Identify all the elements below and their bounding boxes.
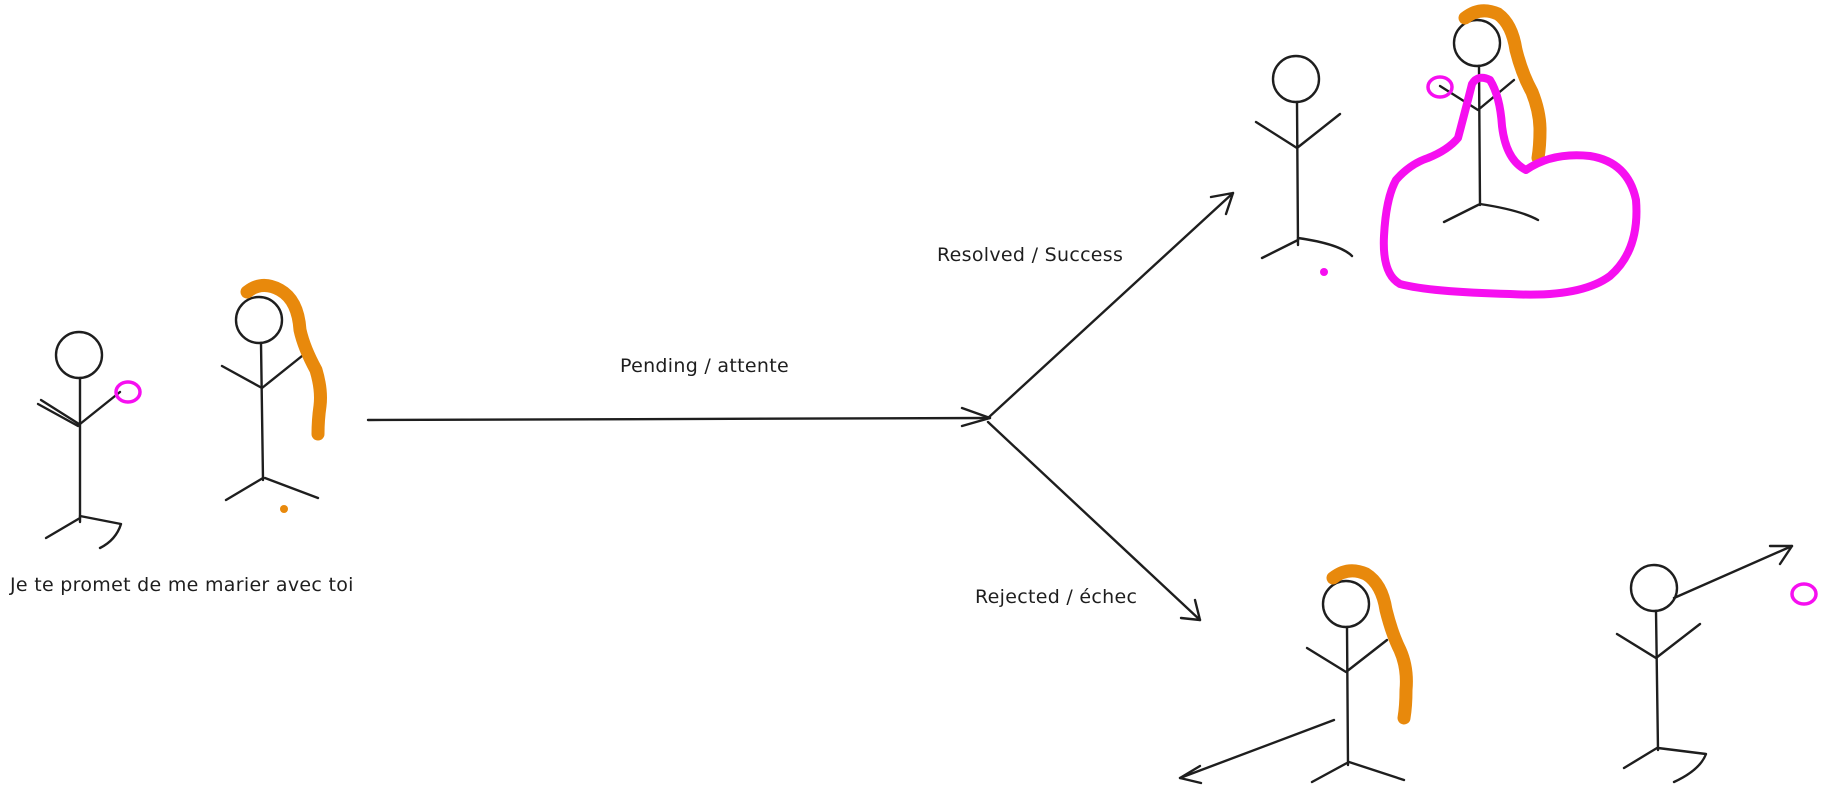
man-legs (1260, 236, 1354, 260)
resolved-arrow (986, 191, 1235, 420)
woman-head (234, 295, 284, 345)
man-proposing (36, 330, 123, 550)
man-head (54, 330, 104, 380)
ring-icon (1790, 582, 1818, 606)
rejected-label: Rejected / échec (975, 586, 1138, 608)
woman-hair (240, 279, 327, 441)
ring-icon (114, 380, 142, 404)
pending-label: Pending / attente (620, 355, 789, 377)
woman-body (1345, 625, 1350, 767)
woman-legs (224, 476, 320, 502)
woman-hair (1326, 564, 1413, 725)
leaving-arrow (1178, 718, 1336, 785)
woman-hair (1458, 4, 1547, 165)
woman-initial (220, 279, 327, 513)
promise-label: Je te promet de me marier avec toi (10, 574, 354, 596)
man-legs (1622, 746, 1708, 784)
ring-icon (1426, 75, 1454, 99)
man-body (1295, 100, 1300, 247)
woman-arms (1305, 638, 1389, 674)
dot (1320, 268, 1328, 276)
woman-arms (220, 354, 304, 390)
woman-body (259, 341, 265, 482)
man-arms (1254, 112, 1342, 150)
man-head (1271, 54, 1321, 104)
resolved-man (1254, 54, 1354, 276)
man-body (1654, 609, 1660, 752)
woman-arms (1438, 78, 1516, 112)
woman-head (1452, 18, 1502, 68)
resolved-label: Resolved / Success (937, 244, 1124, 266)
rejected-woman (1305, 564, 1413, 784)
rejected-arrow (986, 420, 1202, 622)
resolved-woman (1438, 4, 1547, 224)
dot (280, 505, 288, 513)
man-arms (1615, 622, 1702, 660)
man-legs (44, 514, 123, 550)
woman-legs (1442, 202, 1540, 224)
throw-arrow (1672, 544, 1794, 600)
man-head (1629, 563, 1679, 613)
man-left-arm (36, 398, 81, 428)
rejected-man (1615, 563, 1708, 784)
woman-body (1477, 64, 1482, 207)
heart-icon (1379, 73, 1641, 299)
pending-arrow (366, 406, 992, 428)
man-right-arm (78, 390, 122, 426)
woman-head (1321, 579, 1371, 629)
woman-legs (1310, 760, 1406, 784)
